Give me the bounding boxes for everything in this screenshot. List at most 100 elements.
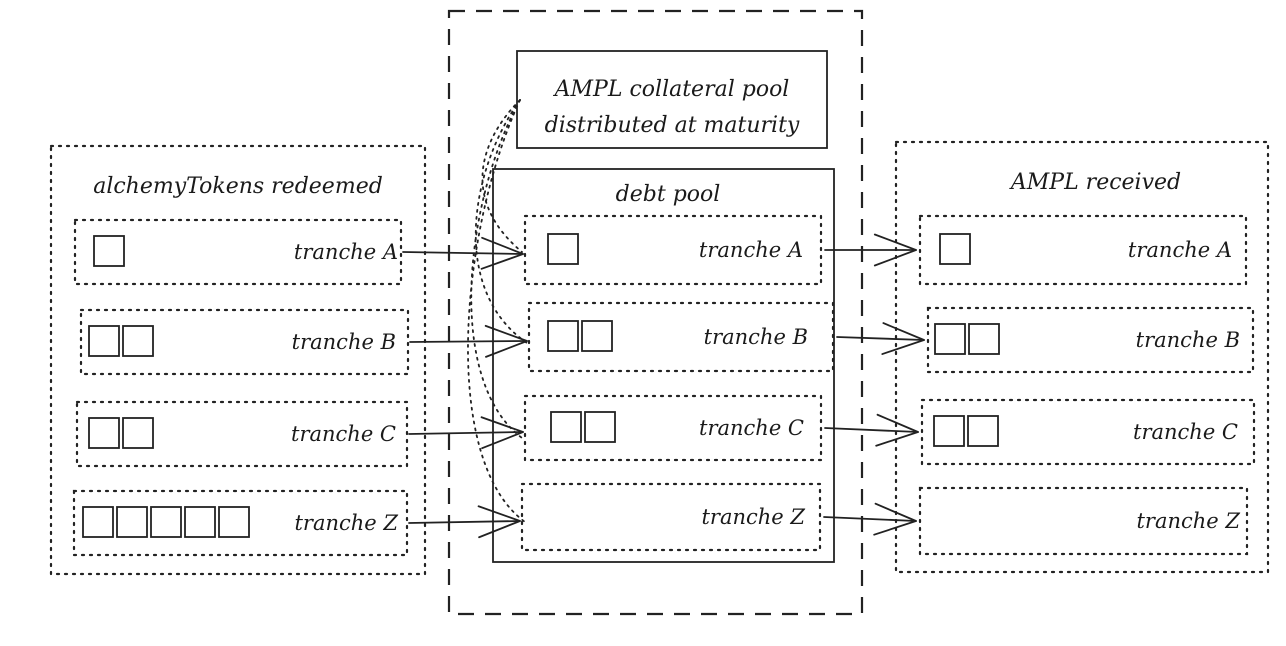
token-square xyxy=(547,320,579,352)
debt-row-3: tranche C xyxy=(523,394,823,462)
collateral-pool-subtitle: distributed at maturity xyxy=(545,113,800,138)
arrow-left-to-debt-2-head xyxy=(484,324,528,358)
left-row-frame xyxy=(72,489,409,557)
left-panel-frame xyxy=(49,144,427,576)
right-panel: AMPL received xyxy=(894,140,1270,574)
arrow-left-to-debt-3-shaft xyxy=(408,431,524,435)
collateral-distribution-lines xyxy=(467,99,528,523)
debt-pool-frame xyxy=(492,168,835,563)
token-square xyxy=(88,325,120,357)
debt-tranche-label: tranche A xyxy=(699,238,803,262)
token-square xyxy=(584,411,616,443)
debt-row-2: tranche B xyxy=(527,301,835,373)
collateral-line-z xyxy=(467,99,526,523)
left-tranche-label: tranche Z xyxy=(294,511,398,535)
token-square xyxy=(934,323,966,355)
token-square xyxy=(967,415,999,447)
arrow-left-to-debt-1-shaft xyxy=(402,251,524,255)
arrow-left-to-debt-1 xyxy=(402,236,524,270)
token-square xyxy=(547,233,579,265)
arrow-debt-to-right-3-shaft xyxy=(824,427,919,433)
right-row-4: tranche Z xyxy=(918,486,1249,556)
arrow-debt-to-right-4-head xyxy=(873,502,917,536)
collateral-line-a xyxy=(481,99,523,253)
right-row-1: tranche A xyxy=(918,214,1248,286)
token-square xyxy=(939,233,971,265)
token-square xyxy=(550,411,582,443)
right-tranche-label: tranche A xyxy=(1128,238,1232,262)
left-panel-title: alchemyTokens redeemed xyxy=(93,174,383,199)
arrow-debt-to-right-3-head xyxy=(875,413,919,447)
arrow-left-to-debt-4-head xyxy=(477,505,521,539)
left-tranche-label: tranche C xyxy=(291,422,396,446)
arrow-left-to-debt-3 xyxy=(408,416,524,450)
arrow-debt-to-right-2 xyxy=(836,322,925,355)
left-row-frame xyxy=(73,218,403,286)
token-square xyxy=(122,417,154,449)
right-panel-title: AMPL received xyxy=(1009,170,1181,195)
collateral-pool-title: AMPL collateral pool xyxy=(553,77,790,102)
collateral-pool-frame xyxy=(516,50,828,149)
token-square xyxy=(82,506,114,538)
arrow-debt-to-right-2-head xyxy=(881,322,925,355)
arrow-left-to-debt-4 xyxy=(408,505,521,539)
token-square xyxy=(933,415,965,447)
right-row-frame xyxy=(926,306,1255,374)
right-row-2: tranche B xyxy=(926,306,1255,374)
tranche-rows: tranche A tranche B tranche C tranche Z tran… xyxy=(72,214,1256,557)
arrow-left-to-debt-4-shaft xyxy=(408,520,521,524)
debt-tranche-label: tranche C xyxy=(699,416,804,440)
debt-row-4: tranche Z xyxy=(520,482,822,552)
arrow-debt-to-right-3 xyxy=(824,413,919,447)
debt-row-frame xyxy=(523,214,823,286)
left-row-1: tranche A xyxy=(73,218,403,286)
maturity-pool-container xyxy=(447,9,864,616)
right-row-frame xyxy=(918,486,1249,556)
collateral-line-c xyxy=(470,99,523,439)
debt-tranche-label: tranche B xyxy=(704,325,808,349)
left-tranche-label: tranche B xyxy=(292,330,396,354)
flow-arrows xyxy=(402,233,925,539)
right-row-3: tranche C xyxy=(920,398,1256,466)
right-row-frame xyxy=(920,398,1256,466)
left-panel: alchemyTokens redeemed xyxy=(49,144,427,576)
right-tranche-label: tranche B xyxy=(1136,328,1240,352)
left-row-frame xyxy=(79,308,410,376)
debt-pool-box: debt pool xyxy=(492,168,835,563)
arrow-debt-to-right-1 xyxy=(824,233,917,267)
token-square xyxy=(968,323,1000,355)
arrow-debt-to-right-1-head xyxy=(873,233,917,267)
arrow-debt-to-right-4 xyxy=(823,502,917,536)
arrow-debt-to-right-2-shaft xyxy=(836,336,925,341)
token-square xyxy=(581,320,613,352)
right-row-frame xyxy=(918,214,1248,286)
collateral-pool-box: AMPL collateral pool distributed at matu… xyxy=(516,50,828,149)
right-tranche-label: tranche C xyxy=(1133,420,1238,444)
left-tranche-label: tranche A xyxy=(294,240,398,264)
left-row-4: tranche Z xyxy=(72,489,409,557)
token-square xyxy=(116,506,148,538)
debt-pool-title: debt pool xyxy=(616,182,721,207)
token-square xyxy=(150,506,182,538)
arrow-left-to-debt-2-shaft xyxy=(409,340,528,343)
token-square xyxy=(93,235,125,267)
debt-row-frame xyxy=(520,482,822,552)
debt-tranche-label: tranche Z xyxy=(701,505,805,529)
right-tranche-label: tranche Z xyxy=(1136,509,1240,533)
debt-row-frame xyxy=(527,301,835,373)
token-square xyxy=(218,506,250,538)
token-square xyxy=(122,325,154,357)
arrow-left-to-debt-3-head xyxy=(480,416,524,450)
arrow-left-to-debt-1-head xyxy=(480,236,524,270)
left-row-3: tranche C xyxy=(75,400,409,468)
token-square xyxy=(184,506,216,538)
arrow-left-to-debt-2 xyxy=(409,324,528,358)
debt-row-frame xyxy=(523,394,823,462)
left-row-frame xyxy=(75,400,409,468)
debt-row-1: tranche A xyxy=(523,214,823,286)
token-square xyxy=(88,417,120,449)
left-row-2: tranche B xyxy=(79,308,410,376)
collateral-line-b xyxy=(474,99,528,344)
right-panel-frame xyxy=(894,140,1270,574)
